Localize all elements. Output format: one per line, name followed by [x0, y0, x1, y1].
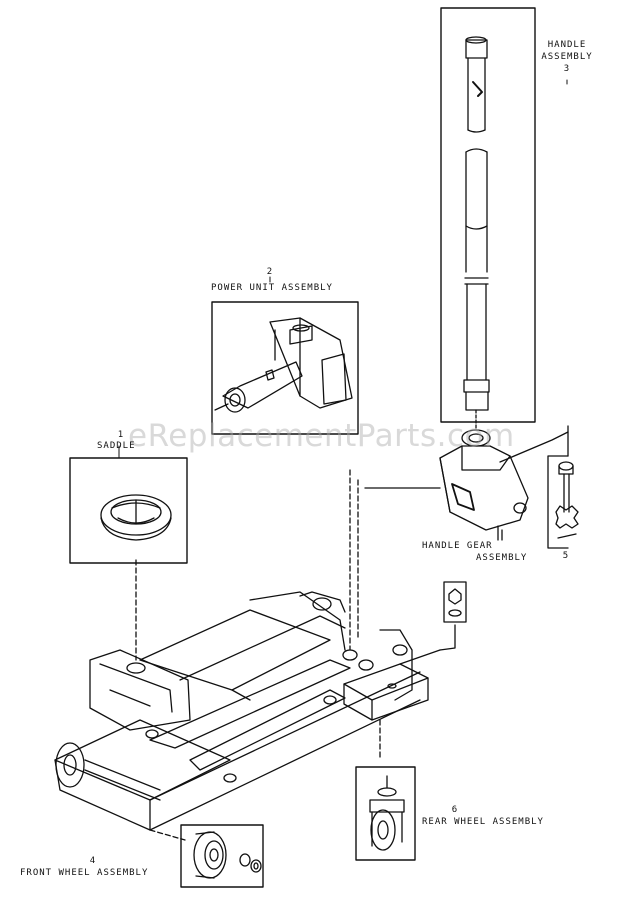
watermark: eReplacementParts.com [128, 418, 515, 454]
item5-number: 5 [562, 551, 570, 561]
nut-washer-drawing [443, 581, 467, 623]
handle-label-line1: HANDLE [547, 40, 587, 50]
power-unit-number: 2 [266, 267, 274, 277]
front-wheel-number: 4 [89, 856, 97, 866]
rear-wheel-label: REAR WHEEL ASSEMBLY [422, 817, 544, 827]
jack-frame-drawing [54, 469, 456, 831]
handle-assembly-drawing [440, 7, 536, 431]
handle-gear-label-line1: HANDLE GEAR [422, 541, 493, 551]
power-unit-label: POWER UNIT ASSEMBLY [211, 283, 333, 293]
power-unit-drawing [211, 301, 359, 435]
handle-gear-drawing [364, 429, 569, 541]
saddle-number: 1 [117, 430, 125, 440]
front-wheel-label: FRONT WHEEL ASSEMBLY [20, 868, 149, 878]
saddle-label: SADDLE [97, 441, 136, 451]
saddle-drawing [69, 457, 188, 564]
front-wheel-drawing [149, 824, 264, 888]
item5-drawing [547, 425, 579, 549]
handle-number: 3 [563, 64, 571, 74]
handle-label-line2: ASSEMBLY [541, 52, 593, 62]
rear-wheel-number: 6 [451, 805, 459, 815]
leader-lines [118, 79, 568, 459]
rear-wheel-drawing [355, 766, 416, 861]
handle-gear-label-line2: ASSEMBLY [476, 553, 528, 563]
